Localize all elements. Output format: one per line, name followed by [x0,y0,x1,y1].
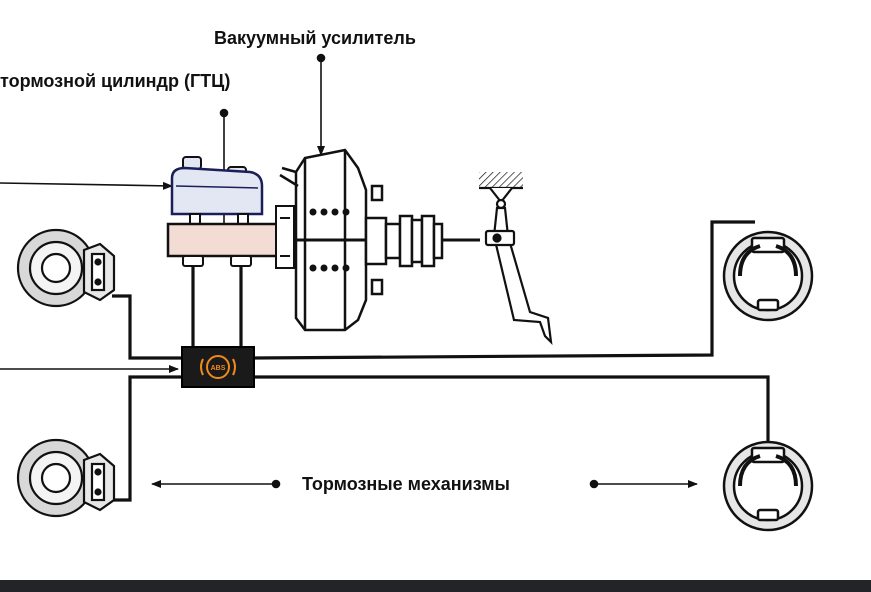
drum-brake-icon [722,230,814,322]
abs-icon: ABS [200,355,236,379]
hydraulic-lines [112,220,770,502]
abs-badge-text: ABS [211,365,226,372]
brake-fluid-reservoir [170,156,264,225]
master-cylinder [166,205,295,269]
abs-unit: ABS [181,346,255,388]
disc-brake-icon [16,228,116,308]
master-cylinder-label: тормозной цилиндр (ГТЦ) [0,71,231,91]
disc-brake-icon [16,438,116,518]
brake-mechanisms-label: Тормозные механизмы [302,474,510,494]
brake-pedal-icon [479,172,553,346]
footer-bar [0,580,871,592]
vacuum-booster [279,148,480,332]
vacuum-booster-label: Вакуумный усилитель [214,28,416,48]
drum-brake-icon [722,440,814,532]
brake-mechanisms-arrows [151,479,698,489]
